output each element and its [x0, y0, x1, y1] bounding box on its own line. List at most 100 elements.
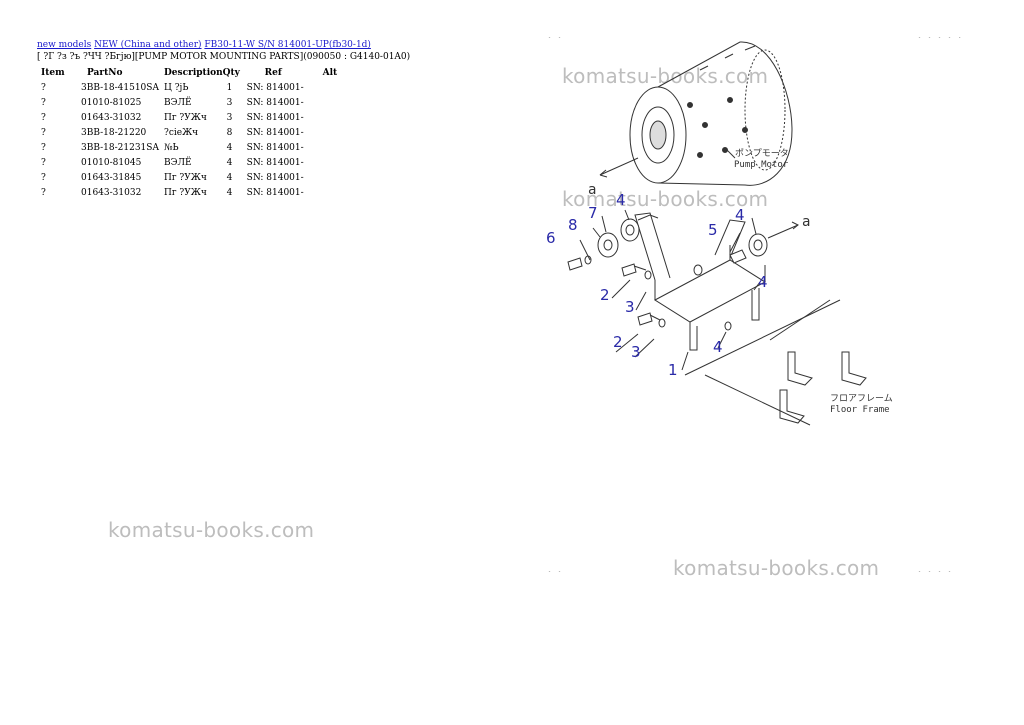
col-item: Item [41, 68, 65, 78]
callout-2: 2 [600, 286, 610, 304]
cell-ref: SN: 814001- [246, 157, 304, 168]
cell-partno: 01010-81025 [81, 97, 142, 108]
pump-motor-label-jp: ポンプモータ [735, 148, 789, 159]
cell-qty: 4 [226, 187, 233, 198]
cell-qty: 4 [226, 142, 233, 153]
cell-item: ? [41, 97, 46, 108]
cell-item: ? [41, 187, 46, 198]
cell-alt [323, 155, 353, 170]
bracket [634, 212, 766, 351]
cell-description: ?сіеЖч [164, 127, 199, 138]
bolt-2-upper [621, 263, 652, 280]
cell-alt [323, 170, 353, 185]
cell-alt [323, 140, 353, 155]
breadcrumb: new models NEW (China and other) FB30-11… [37, 40, 457, 50]
col-qty: Qty [222, 68, 240, 78]
callout-4: 4 [758, 273, 768, 291]
cell-qty: 4 [226, 172, 233, 183]
callout-2: 2 [613, 333, 623, 351]
sheet-corner-mark: - - - - - [918, 35, 964, 41]
callout-5: 5 [708, 221, 718, 239]
cell-partno: 3BB-18-21220 [81, 127, 147, 138]
callout-4: 4 [713, 338, 723, 356]
parts-document: new models NEW (China and other) FB30-11… [37, 40, 457, 200]
cell-ref: SN: 814001- [246, 112, 304, 123]
bolt-6 [567, 255, 592, 271]
watermark: komatsu-books.com [673, 556, 880, 580]
cell-description: Пг ?УЖч [164, 172, 207, 183]
watermark: komatsu-books.com [562, 64, 769, 88]
callout-7: 7 [588, 204, 598, 222]
cell-ref: SN: 814001- [246, 142, 304, 153]
cell-description: Ц ?јЬ [164, 82, 189, 93]
callout-1: 1 [668, 361, 678, 379]
cell-ref: SN: 814001- [246, 187, 304, 198]
cell-description: Пг ?УЖч [164, 187, 207, 198]
cell-alt [323, 110, 353, 125]
callout-6: 6 [546, 229, 556, 247]
pump-motor-label: Pump Motor [734, 160, 789, 170]
callout-4: 4 [735, 206, 745, 224]
callout-4: 4 [616, 191, 626, 209]
table-row: ? 01010-81045 ВЭЛЁ 4 SN: 814001- [37, 155, 353, 170]
exploded-diagram: 7 4 8 6 5 4 4 2 3 2 3 4 1 a a ポンプモータ Pum… [546, 41, 893, 426]
callout-8: 8 [568, 216, 578, 234]
cell-partno: 01643-31032 [81, 112, 142, 123]
floor-frame-label: Floor Frame [830, 405, 890, 415]
table-row: ? 01643-31032 Пг ?УЖч 3 SN: 814001- [37, 110, 353, 125]
cell-ref: SN: 814001- [246, 172, 304, 183]
isolator-right [729, 221, 799, 264]
floor-frame [684, 299, 867, 426]
cell-partno: 01643-31845 [81, 172, 142, 183]
cell-alt [323, 185, 353, 200]
callout-3: 3 [625, 298, 635, 316]
isolator-left [597, 214, 659, 258]
cell-description: Пг ?УЖч [164, 112, 207, 123]
cell-partno: 01010-81045 [81, 157, 142, 168]
floor-frame-label-jp: フロアフレーム [830, 393, 893, 404]
arrow-a-label: a [802, 214, 810, 230]
cell-ref: SN: 814001- [246, 82, 304, 93]
cell-alt [323, 80, 353, 95]
cell-alt [323, 95, 353, 110]
bolt-2-lower [637, 312, 666, 328]
cell-qty: 4 [226, 157, 233, 168]
table-row: ? 01643-31032 Пг ?УЖч 4 SN: 814001- [37, 185, 353, 200]
cell-description: ВЭЛЁ [164, 97, 192, 108]
cell-item: ? [41, 172, 46, 183]
cell-partno: 01643-31032 [81, 187, 142, 198]
cell-alt [323, 125, 353, 140]
cell-qty: 8 [226, 127, 233, 138]
cell-partno: 3BB-18-41510SA [81, 82, 159, 93]
table-row: ? 3BB-18-41510SA Ц ?јЬ 1 SN: 814001- [37, 80, 353, 95]
sheet-corner-mark: - - [548, 569, 564, 575]
page-title: [ ?Г ?з ?ъ ?ЧЧ ?Бгјю][PUMP MOTOR MOUNTIN… [37, 52, 411, 62]
cell-item: ? [41, 112, 46, 123]
cell-ref: SN: 814001- [246, 97, 304, 108]
breadcrumb-link-model[interactable]: FB30-11-W S/N 814001-UP(fb30-1d) [204, 40, 371, 50]
cell-item: ? [41, 142, 46, 153]
watermark: komatsu-books.com [108, 518, 315, 542]
cell-description: №Ь [164, 142, 179, 153]
table-header-row: Item PartNo Description Qty Ref Alt [37, 66, 353, 80]
table-row: ? 3BB-18-21231SA №Ь 4 SN: 814001- [37, 140, 353, 155]
table-row: ? 01643-31845 Пг ?УЖч 4 SN: 814001- [37, 170, 353, 185]
cell-description: ВЭЛЁ [164, 157, 192, 168]
cell-partno: 3BB-18-21231SA [81, 142, 159, 153]
arrow-a-label: a [588, 182, 596, 198]
breadcrumb-link-models[interactable]: new models [37, 40, 92, 50]
pump-motor [599, 41, 793, 186]
cell-item: ? [41, 127, 46, 138]
sheet-corner-mark: - - - - [918, 569, 954, 575]
cell-item: ? [41, 82, 46, 93]
cell-item: ? [41, 157, 46, 168]
col-description: Description [164, 68, 223, 78]
breadcrumb-link-region[interactable]: NEW (China and other) [94, 40, 202, 50]
watermark: komatsu-books.com [562, 187, 769, 211]
cell-qty: 1 [226, 82, 233, 93]
col-alt: Alt [322, 68, 338, 78]
cell-qty: 3 [226, 112, 233, 123]
sheet-corner-mark: - - [548, 35, 564, 41]
